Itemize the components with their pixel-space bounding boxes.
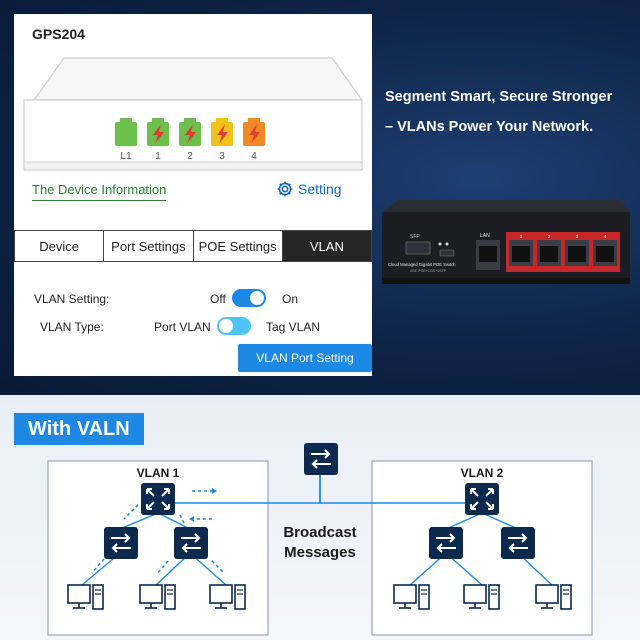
vlan-off-label: Off [210, 292, 226, 306]
tab-vlan[interactable]: VLAN [282, 231, 371, 261]
poe-bolt-icon [153, 124, 164, 144]
hardware-switch-image: SFP Cloud Managed Gigabit POE Switch 4GE… [382, 200, 630, 284]
vlan-port-setting-button[interactable]: VLAN Port Setting [238, 344, 372, 372]
port-number: 2 [548, 234, 551, 239]
with-vlan-badge: With VALN [14, 413, 144, 445]
sfp-label: SFP [410, 234, 420, 240]
broadcast-line-2: Messages [284, 544, 356, 561]
device-name: GPS204 [32, 26, 85, 42]
poe-bolt-icon [249, 124, 260, 144]
port-2[interactable] [179, 118, 201, 146]
poe-bolt-icon [217, 124, 228, 144]
port-3[interactable] [211, 118, 233, 146]
vlan2-label: VLAN 2 [461, 466, 504, 480]
lan-label: LAN [480, 233, 490, 239]
port-label: 2 [187, 151, 193, 162]
headline-line-1: Segment Smart, Secure Stronger [385, 89, 613, 105]
lan-port [479, 246, 497, 262]
port-4[interactable] [243, 118, 265, 146]
tag-vlan-label: Tag VLAN [266, 320, 321, 334]
port-number: 3 [576, 234, 579, 239]
brand-line: Cloud Managed Gigabit POE Switch [388, 262, 456, 267]
broadcast-line-1: Broadcast [283, 524, 356, 541]
vlan1-router-icon [140, 482, 176, 516]
tab-device[interactable]: Device [15, 231, 105, 261]
headline-line-2: – VLANs Power Your Network. [385, 119, 594, 135]
port-vlan-label: Port VLAN [154, 320, 211, 334]
vlan-on-label: On [282, 292, 299, 306]
port-l1[interactable] [115, 118, 137, 146]
vlan1-switch-a-icon [103, 526, 139, 560]
vlan1-switch-b-icon [173, 526, 209, 560]
setting-label: Setting [298, 181, 342, 197]
toggle-knob [219, 319, 233, 333]
device-information-link[interactable]: The Device Information [32, 182, 167, 201]
vlan-type-label: VLAN Type: [40, 320, 104, 334]
tab-port-settings[interactable]: Port Settings [104, 231, 194, 261]
poe-ports [509, 240, 617, 266]
core-switch-icon [303, 442, 339, 476]
toggle-knob [250, 291, 264, 305]
switch-illustration: L1 1 2 3 4 [23, 57, 364, 171]
port-1[interactable] [147, 118, 169, 146]
vlan-diagram: VLAN 1 VLAN 2 Broadcast Messages [47, 442, 593, 636]
vlan2-switch-a-icon [428, 526, 464, 560]
port-label: L1 [120, 151, 132, 162]
port-label: 1 [155, 151, 161, 162]
gear-icon [277, 181, 293, 197]
tab-bar: Device Port Settings POE Settings VLAN [14, 230, 372, 262]
tab-poe-settings[interactable]: POE Settings [194, 231, 283, 261]
vlan-setting-toggle[interactable] [232, 289, 266, 307]
model-line: 4GE POE+1GE+1SFP [410, 269, 447, 273]
setting-link[interactable]: Setting [276, 180, 342, 198]
vlan1-label: VLAN 1 [137, 466, 180, 480]
app-screen: GPS204 L1 1 2 [14, 14, 372, 376]
port-label: 4 [251, 151, 257, 162]
broadcast-arrows [91, 490, 225, 574]
vlan2-router-icon [464, 482, 500, 516]
port-label: 3 [219, 151, 225, 162]
port-number: 1 [520, 234, 523, 239]
vlan-setting-label: VLAN Setting: [34, 292, 110, 306]
headline: Segment Smart, Secure Stronger – VLANs P… [385, 82, 635, 142]
port-number: 4 [604, 234, 607, 239]
vlan2-switch-b-icon [500, 526, 536, 560]
poe-bolt-icon [185, 124, 196, 144]
vlan-type-toggle[interactable] [217, 317, 251, 335]
